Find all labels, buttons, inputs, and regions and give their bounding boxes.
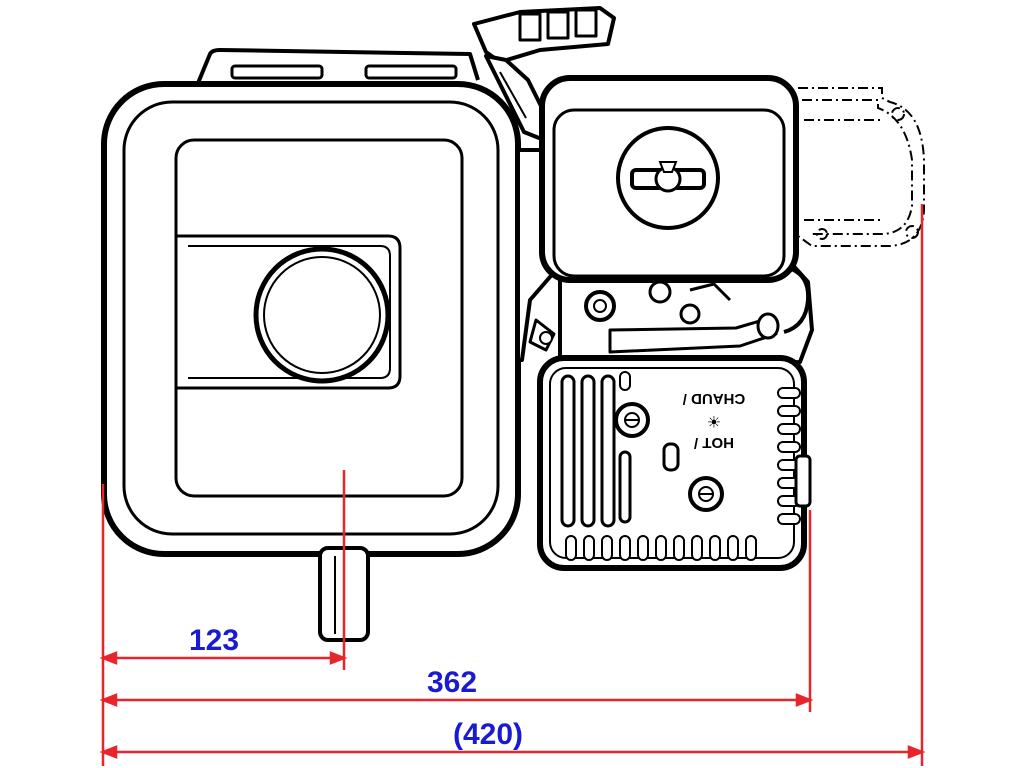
dim-option-width: (420) — [453, 718, 523, 751]
dimension-lines — [99, 204, 926, 766]
dim-overall-width: 362 — [427, 666, 477, 699]
muffler-bolt-upper — [614, 402, 650, 438]
hot-warning-icon: ☀ — [707, 412, 721, 431]
carburetor-body — [516, 148, 814, 368]
hot-label-line1: HOT / — [693, 434, 734, 451]
dim-shaft-offset: 123 — [189, 624, 239, 657]
fuel-cap — [253, 246, 391, 384]
optional-muffler-outline — [797, 87, 925, 247]
hot-label-line2: CHAUD / — [682, 390, 745, 407]
muffler-bolt-lower — [688, 476, 724, 512]
air-cleaner-knob — [616, 126, 720, 230]
control-bracket — [472, 6, 616, 142]
muffler — [537, 355, 812, 571]
hot-warning-label: HOT / ☀ CHAUD / — [682, 390, 745, 451]
